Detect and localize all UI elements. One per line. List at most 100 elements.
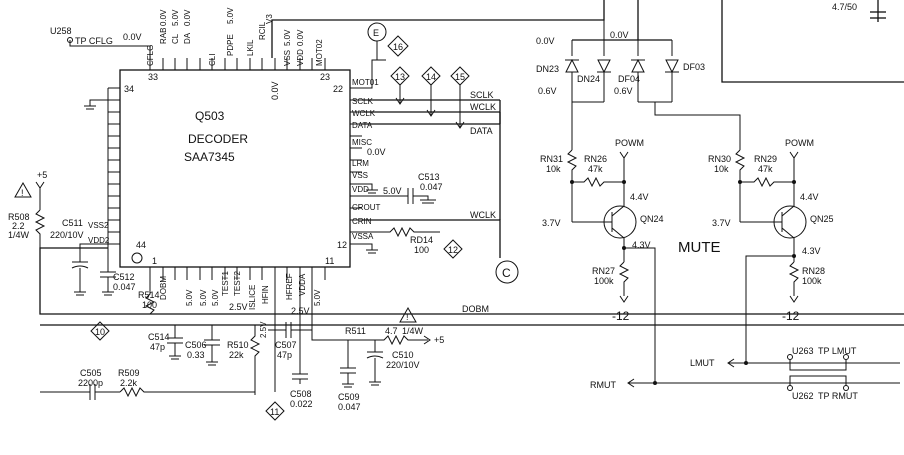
svg-text:QN25: QN25 <box>810 214 834 224</box>
mute-right: POWM RN30 10k RN29 47k 4.4V 3.7V QN25 4.… <box>708 138 834 363</box>
marker-15: 15 <box>450 66 470 129</box>
svg-text:-12: -12 <box>782 309 800 323</box>
svg-text:R509: R509 <box>118 368 140 378</box>
v-cl: 5.0V <box>171 9 180 26</box>
mute-label: MUTE <box>678 239 721 256</box>
pin-1: 1 <box>152 256 157 266</box>
svg-text:RN30: RN30 <box>708 154 731 164</box>
res-r508: R508 2.2 1/4W <box>8 209 46 258</box>
svg-text:1/4W: 1/4W <box>402 326 424 336</box>
v-b4: 5.0V <box>313 289 322 306</box>
node-c: C <box>495 260 519 284</box>
net-wclk: WCLK <box>470 102 496 112</box>
res-r510: R510 22k <box>227 325 261 395</box>
v-rab: 0.0V <box>159 9 168 26</box>
svg-text:-12: -12 <box>612 309 630 323</box>
lbl-mot01: MOT01 <box>352 78 379 87</box>
svg-text:12: 12 <box>448 245 458 255</box>
lbl-hfref: HFREF <box>285 273 294 300</box>
svg-text:R510: R510 <box>227 340 249 350</box>
lbl-vdd: VDD <box>296 49 305 66</box>
svg-text:10k: 10k <box>714 164 729 174</box>
svg-text:3.7V: 3.7V <box>542 218 561 228</box>
lbl-vdda: VDDA <box>298 273 307 296</box>
svg-text:100: 100 <box>414 245 429 255</box>
lbl-dobm: DOBM <box>159 276 168 300</box>
cap-c506: C506 0.33 <box>185 325 220 366</box>
svg-text:RN28: RN28 <box>802 266 825 276</box>
svg-text:15: 15 <box>455 72 465 82</box>
svg-text:11: 11 <box>270 407 279 417</box>
svg-text:DF03: DF03 <box>683 62 705 72</box>
pin-22: 22 <box>333 84 343 94</box>
svg-text:C507: C507 <box>275 340 297 350</box>
v-vdd: 0.0V <box>296 29 305 46</box>
svg-text:0.0V: 0.0V <box>610 30 629 40</box>
lbl-test2: TEST2 <box>233 271 242 296</box>
svg-text:10k: 10k <box>546 164 561 174</box>
svg-text:E: E <box>373 28 379 38</box>
svg-text:+5: +5 <box>434 335 444 345</box>
svg-text:10: 10 <box>95 327 105 337</box>
svg-text:C505: C505 <box>80 368 102 378</box>
v-misc: 0.0V <box>367 147 386 157</box>
svg-text:DN24: DN24 <box>577 74 600 84</box>
svg-text:0.6V: 0.6V <box>538 86 557 96</box>
cap-c513: C513 0.047 <box>362 172 443 204</box>
u258-label: TP CFLG <box>75 36 113 46</box>
lbl-mot02: MOT02 <box>315 39 324 66</box>
svg-text:4.7: 4.7 <box>385 326 398 336</box>
u258-ref: U258 <box>50 26 72 36</box>
svg-text:100k: 100k <box>594 276 614 286</box>
corner-cap: 4.7/50 <box>832 2 857 12</box>
svg-text:0.0V: 0.0V <box>536 36 555 46</box>
warning-1: ! <box>14 181 32 198</box>
net-dobm: DOBM <box>462 304 489 314</box>
v-vdd-r: 5.0V <box>383 186 402 196</box>
pin1-marker <box>131 252 143 264</box>
svg-text:0.6V: 0.6V <box>614 86 633 96</box>
svg-text:0.022: 0.022 <box>290 399 313 409</box>
lbl-cl: CL <box>171 33 180 44</box>
svg-text:U263: U263 <box>792 346 814 356</box>
svg-text:47k: 47k <box>758 164 773 174</box>
svg-text:0.047: 0.047 <box>338 402 361 412</box>
pin-34: 34 <box>124 84 134 94</box>
lbl-wclk: WCLK <box>352 109 376 118</box>
res-rd14: RD14 100 <box>362 226 440 255</box>
pin-33: 33 <box>148 72 158 82</box>
lbl-vss-r: VSS <box>352 171 368 180</box>
pin-23: 23 <box>320 72 330 82</box>
svg-text:13: 13 <box>395 72 405 82</box>
svg-text:DF04: DF04 <box>618 74 640 84</box>
node-12: 12 <box>443 239 463 259</box>
cap-c514: C514 47p <box>148 325 183 360</box>
svg-text:C508: C508 <box>290 389 312 399</box>
plus5-left: +5 <box>35 170 47 210</box>
svg-text:C506: C506 <box>185 340 207 350</box>
wire-dobm <box>39 258 904 315</box>
lbl-vssa: VSSA <box>352 232 374 241</box>
diodes: 0.0V DN23 0.6V 0.0V DN24 0.6V DF04 DF03 <box>536 20 741 150</box>
svg-text:0.047: 0.047 <box>420 182 443 192</box>
wire-vdd2 <box>39 247 108 258</box>
cap-c509: C509 0.047 <box>311 280 361 412</box>
lbl-cli: CLI <box>208 54 217 66</box>
ic-function: DECODER <box>188 132 248 146</box>
v-b2: 5.0V <box>199 289 208 306</box>
svg-text:R511: R511 <box>345 326 366 336</box>
lbl-rab: RAB <box>159 28 168 44</box>
svg-text:C511: C511 <box>62 218 83 228</box>
lbl-sclk: SCLK <box>352 97 374 106</box>
lbl-misc: MISC <box>352 138 372 147</box>
lbl-vss: VSS <box>283 50 292 66</box>
diode-df04 <box>631 58 645 73</box>
node-11: 11 <box>265 401 285 421</box>
svg-text:4.4V: 4.4V <box>800 192 819 202</box>
lmut-net: LMUT U263 TP LMUT <box>690 346 900 371</box>
lbl-crin: CRIN <box>352 217 372 226</box>
marker-14: 14 <box>421 66 441 117</box>
v-cflg: 0.0V <box>123 32 142 42</box>
svg-text:C509: C509 <box>338 392 360 402</box>
